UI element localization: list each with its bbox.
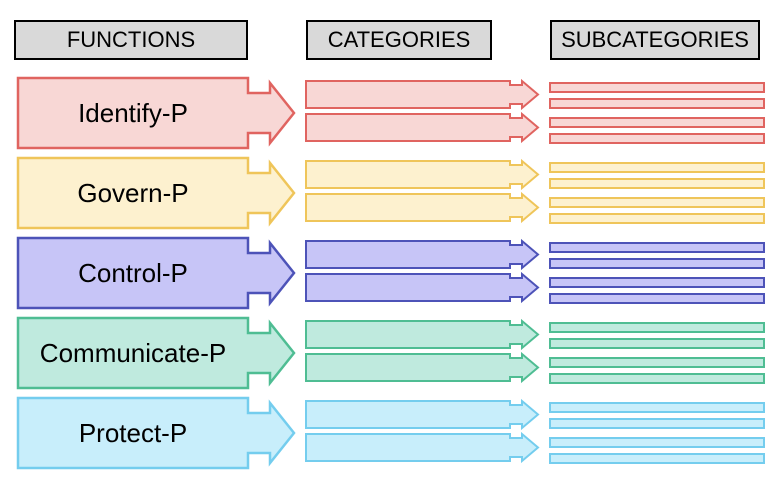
category-arrow-control-p-1: [305, 238, 540, 271]
category-arrow-govern-p-2: [305, 191, 540, 224]
subcategory-bar-govern-p-4: [549, 213, 765, 224]
category-arrow-control-p-2: [305, 271, 540, 304]
functions-header: FUNCTIONS: [14, 20, 248, 60]
function-box-control-p: [16, 236, 296, 310]
subcategory-bar-govern-p-1: [549, 162, 765, 173]
subcategory-bar-protect-p-2: [549, 418, 765, 429]
subcategory-bar-communicate-p-4: [549, 373, 765, 384]
category-arrow-protect-p-2: [305, 431, 540, 464]
subcategory-bar-govern-p-3: [549, 197, 765, 208]
function-box-govern-p: [16, 156, 296, 230]
subcategory-bar-communicate-p-3: [549, 357, 765, 368]
category-arrow-govern-p-1: [305, 158, 540, 191]
subcategory-bar-control-p-1: [549, 242, 765, 253]
subcategory-bar-communicate-p-1: [549, 322, 765, 333]
function-box-communicate-p: [16, 316, 296, 390]
category-arrow-identify-p-2: [305, 111, 540, 144]
subcategory-bar-govern-p-2: [549, 178, 765, 189]
subcategory-bar-protect-p-4: [549, 453, 765, 464]
category-arrow-identify-p-1: [305, 78, 540, 111]
subcategory-bar-control-p-3: [549, 277, 765, 288]
subcategory-bar-protect-p-3: [549, 437, 765, 448]
subcategory-bar-control-p-4: [549, 293, 765, 304]
function-box-protect-p: [16, 396, 296, 470]
subcategory-bar-control-p-2: [549, 258, 765, 269]
categories-header: CATEGORIES: [306, 20, 492, 60]
category-arrow-communicate-p-2: [305, 351, 540, 384]
subcategory-bar-identify-p-2: [549, 98, 765, 109]
function-box-identify-p: [16, 76, 296, 150]
subcategory-bar-identify-p-3: [549, 117, 765, 128]
subcategories-header: SUBCATEGORIES: [550, 20, 760, 60]
subcategory-bar-identify-p-1: [549, 82, 765, 93]
subcategory-bar-protect-p-1: [549, 402, 765, 413]
category-arrow-communicate-p-1: [305, 318, 540, 351]
category-arrow-protect-p-1: [305, 398, 540, 431]
subcategory-bar-communicate-p-2: [549, 338, 765, 349]
subcategory-bar-identify-p-4: [549, 133, 765, 144]
